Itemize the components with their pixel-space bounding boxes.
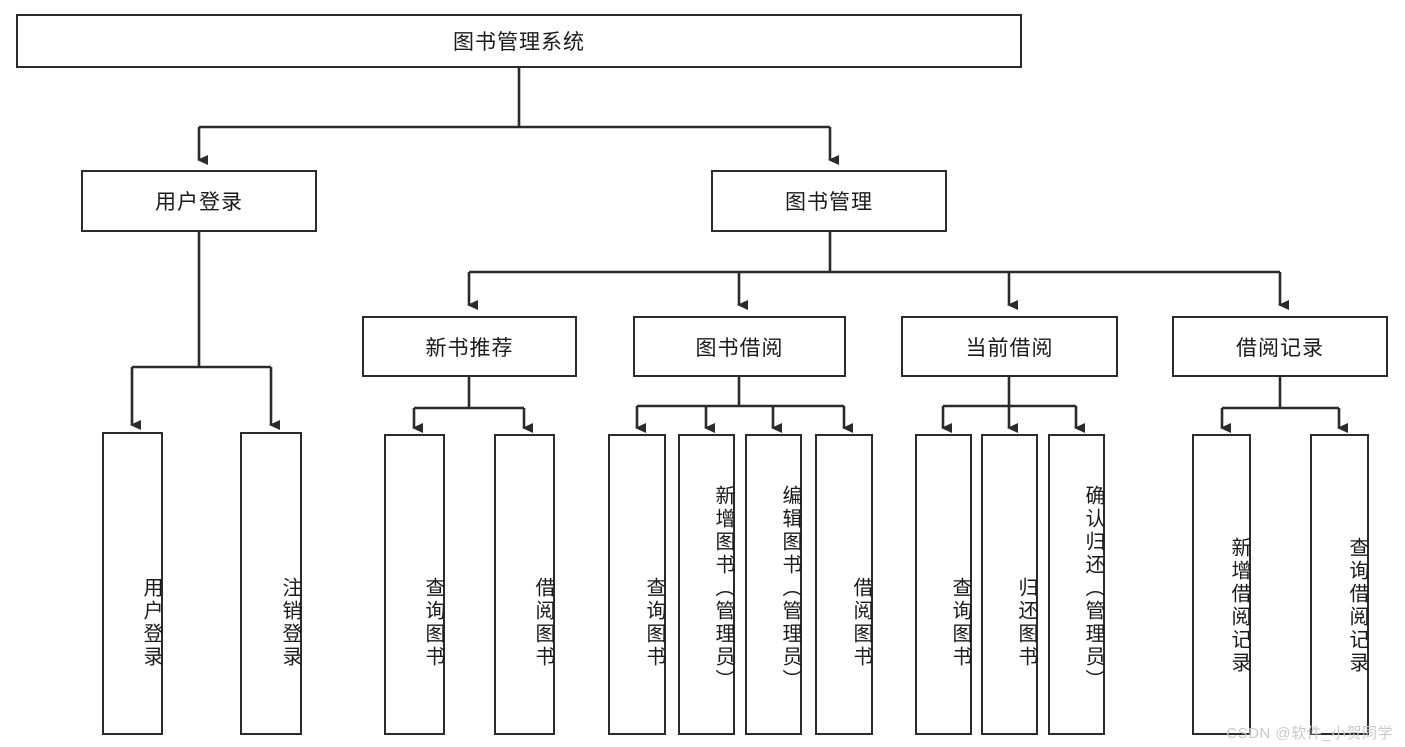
leaf-borrow-book-borrow[interactable]: 借阅图书 — [815, 434, 873, 735]
node-label: 用户登录 — [155, 191, 243, 214]
leaf-add-book-admin[interactable]: 新增图书（管理员） — [678, 434, 735, 735]
node-book-management[interactable]: 图书管理 — [711, 170, 947, 232]
node-label: 确认归还（管理员） — [1082, 485, 1104, 692]
node-label: 新书推荐 — [425, 336, 514, 360]
watermark: CSDN @软件_小贺同学 — [1226, 725, 1393, 742]
node-label: 查询图书 — [643, 576, 665, 669]
node-label: 借阅记录 — [1236, 336, 1324, 360]
node-label: 当前借阅 — [965, 336, 1054, 360]
node-label: 新增图书（管理员） — [712, 485, 734, 692]
leaf-query-book-current[interactable]: 查询图书 — [915, 434, 972, 735]
node-label: 用户登录 — [140, 576, 162, 669]
node-label: 查询借阅记录 — [1346, 536, 1368, 675]
node-label: 归还图书 — [1015, 576, 1037, 669]
node-label: 借阅图书 — [850, 576, 872, 669]
node-root-book-management-system[interactable]: 图书管理系统 — [16, 14, 1022, 68]
node-label: 查询图书 — [422, 576, 444, 669]
node-borrow-record[interactable]: 借阅记录 — [1172, 316, 1388, 377]
node-book-borrow[interactable]: 图书借阅 — [633, 316, 846, 377]
node-label: 图书借阅 — [695, 336, 784, 360]
node-current-borrow[interactable]: 当前借阅 — [901, 316, 1118, 377]
node-label: 新增借阅记录 — [1228, 536, 1250, 675]
leaf-return-book[interactable]: 归还图书 — [981, 434, 1038, 735]
leaf-logout-login[interactable]: 注销登录 — [240, 432, 302, 735]
leaf-borrow-book-recommend[interactable]: 借阅图书 — [494, 434, 555, 735]
node-label: 编辑图书（管理员） — [779, 485, 801, 692]
leaf-query-book-borrow[interactable]: 查询图书 — [608, 434, 666, 735]
node-label: 借阅图书 — [532, 576, 554, 669]
leaf-query-borrow-record[interactable]: 查询借阅记录 — [1310, 434, 1369, 735]
node-label: 图书管理系统 — [453, 31, 585, 54]
leaf-edit-book-admin[interactable]: 编辑图书（管理员） — [745, 434, 802, 735]
leaf-user-login[interactable]: 用户登录 — [102, 432, 163, 735]
node-new-book-recommend[interactable]: 新书推荐 — [362, 316, 577, 377]
node-label: 注销登录 — [279, 576, 301, 669]
leaf-confirm-return-admin[interactable]: 确认归还（管理员） — [1048, 434, 1105, 735]
node-user-login[interactable]: 用户登录 — [81, 170, 317, 232]
leaf-add-borrow-record[interactable]: 新增借阅记录 — [1192, 434, 1251, 735]
node-label: 查询图书 — [949, 576, 971, 669]
leaf-query-book-recommend[interactable]: 查询图书 — [384, 434, 445, 735]
node-label: 图书管理 — [785, 191, 873, 214]
